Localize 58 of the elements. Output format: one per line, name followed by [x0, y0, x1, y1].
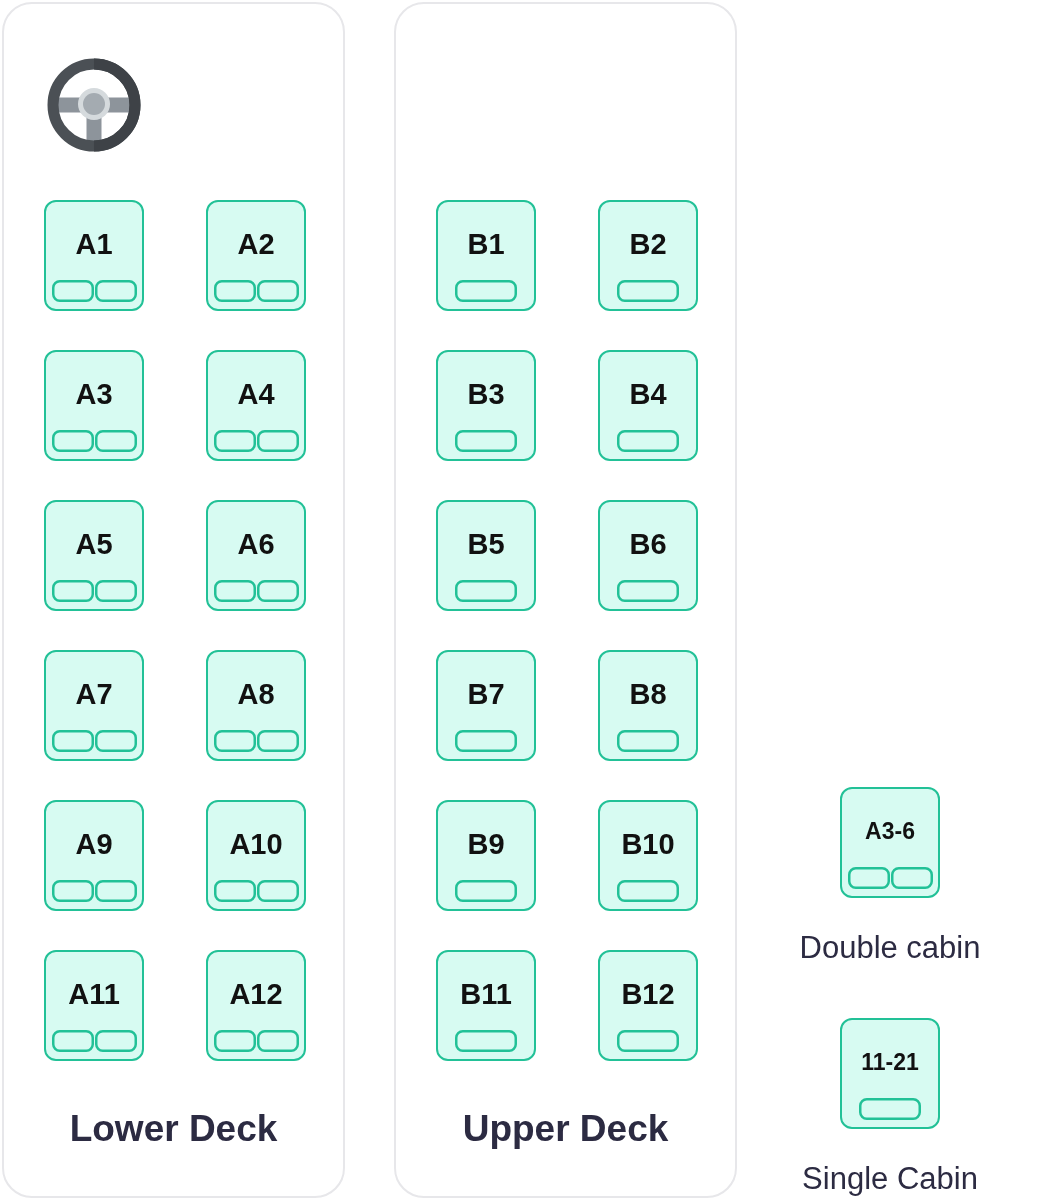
sleeper-berth	[598, 200, 698, 311]
berth-number: B5	[467, 529, 505, 559]
sleeper-berth	[206, 200, 306, 311]
berth-number: B6	[629, 529, 667, 559]
sleeper-berth	[44, 950, 144, 1061]
legend-caption: Single Cabin	[802, 1163, 978, 1194]
sleeper-berth	[206, 800, 306, 911]
berth-number: B1	[467, 229, 505, 259]
sleeper-berth	[206, 500, 306, 611]
berth-number: B2	[629, 229, 667, 259]
deck-panel	[394, 2, 737, 1198]
legend-caption: Double cabin	[799, 932, 981, 963]
berth-number: A12	[229, 979, 283, 1009]
sleeper-berth	[206, 650, 306, 761]
sleeper-berth	[436, 800, 536, 911]
deck-title: Upper Deck	[462, 1110, 669, 1147]
sleeper-berth	[840, 1018, 940, 1129]
sleeper-berth	[436, 200, 536, 311]
berth-number: B12	[621, 979, 675, 1009]
berth-number: B8	[629, 679, 667, 709]
berth-number: A9	[75, 829, 113, 859]
sleeper-berth	[436, 950, 536, 1061]
sleeper-berth	[598, 650, 698, 761]
berth-number: A10	[229, 829, 283, 859]
sleeper-berth	[206, 350, 306, 461]
berth-number: B9	[467, 829, 505, 859]
sleeper-berth	[436, 500, 536, 611]
berth-number: A6	[237, 529, 275, 559]
sleeper-berth	[598, 500, 698, 611]
berth-number: A3	[75, 379, 113, 409]
sleeper-berth	[436, 650, 536, 761]
sleeper-berth	[44, 350, 144, 461]
berth-number: B3	[467, 379, 505, 409]
sleeper-berth	[598, 950, 698, 1061]
sleeper-berth	[44, 200, 144, 311]
berth-number: A4	[237, 379, 275, 409]
deck-panel	[2, 2, 345, 1198]
berth-number: A1	[75, 229, 113, 259]
sleeper-berth	[840, 787, 940, 898]
berth-number: B10	[621, 829, 675, 859]
berth-number: A8	[237, 679, 275, 709]
deck-title: Lower Deck	[69, 1110, 278, 1147]
berth-number: A7	[75, 679, 113, 709]
berth-number: A2	[237, 229, 275, 259]
berth-number: 11-21	[861, 1050, 919, 1074]
sleeper-berth	[44, 800, 144, 911]
sleeper-berth	[44, 500, 144, 611]
berth-number: A11	[68, 979, 120, 1009]
berth-number: A3-6	[865, 819, 915, 843]
sleeper-berth	[44, 650, 144, 761]
sleeper-berth	[206, 950, 306, 1061]
berth-number: B4	[629, 379, 667, 409]
berth-number: A5	[75, 529, 113, 559]
berth-number: B11	[460, 979, 512, 1009]
sleeper-berth	[436, 350, 536, 461]
sleeper-berth	[598, 350, 698, 461]
sleeper-berth	[598, 800, 698, 911]
berth-number: B7	[467, 679, 505, 709]
